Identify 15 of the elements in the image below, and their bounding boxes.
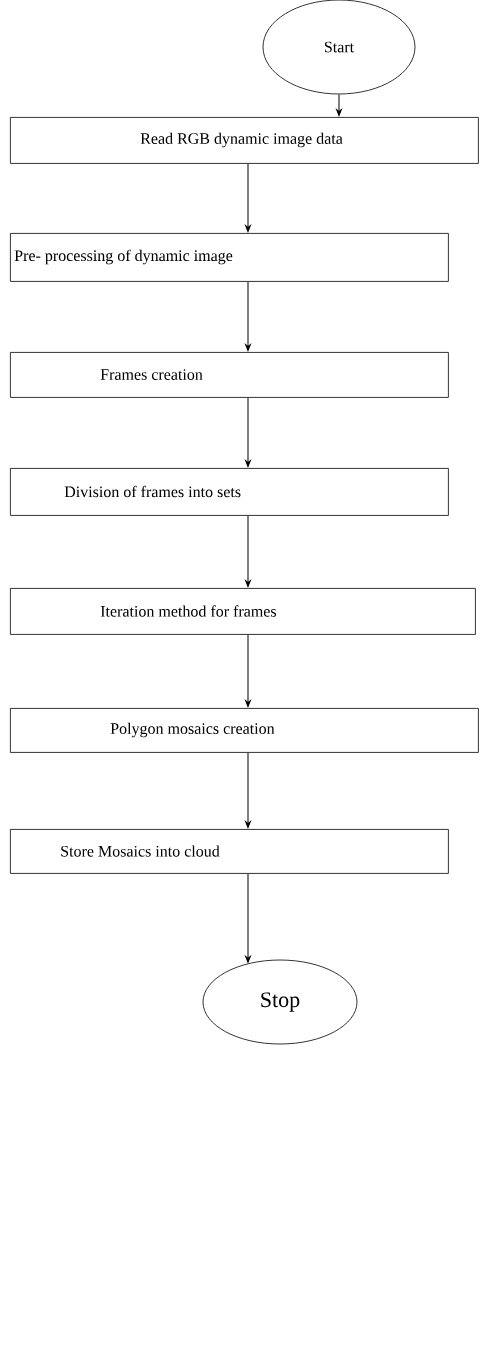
process-box: Division of frames into sets	[10, 468, 449, 516]
process-box: Store Mosaics into cloud	[10, 829, 449, 874]
process-box: Read RGB dynamic image data	[10, 117, 479, 164]
process-box: Pre- processing of dynamic image	[10, 233, 449, 282]
process-box: Iteration method for frames	[10, 588, 476, 635]
arrow	[245, 163, 251, 233]
arrow	[245, 515, 251, 588]
process-box: Polygon mosaics creation	[10, 708, 479, 753]
arrow	[245, 873, 251, 963]
process-box: Frames creation	[10, 352, 449, 398]
arrow	[245, 752, 251, 829]
arrow	[245, 281, 251, 352]
arrow	[336, 93, 342, 117]
arrow	[245, 397, 251, 468]
arrow	[245, 634, 251, 708]
